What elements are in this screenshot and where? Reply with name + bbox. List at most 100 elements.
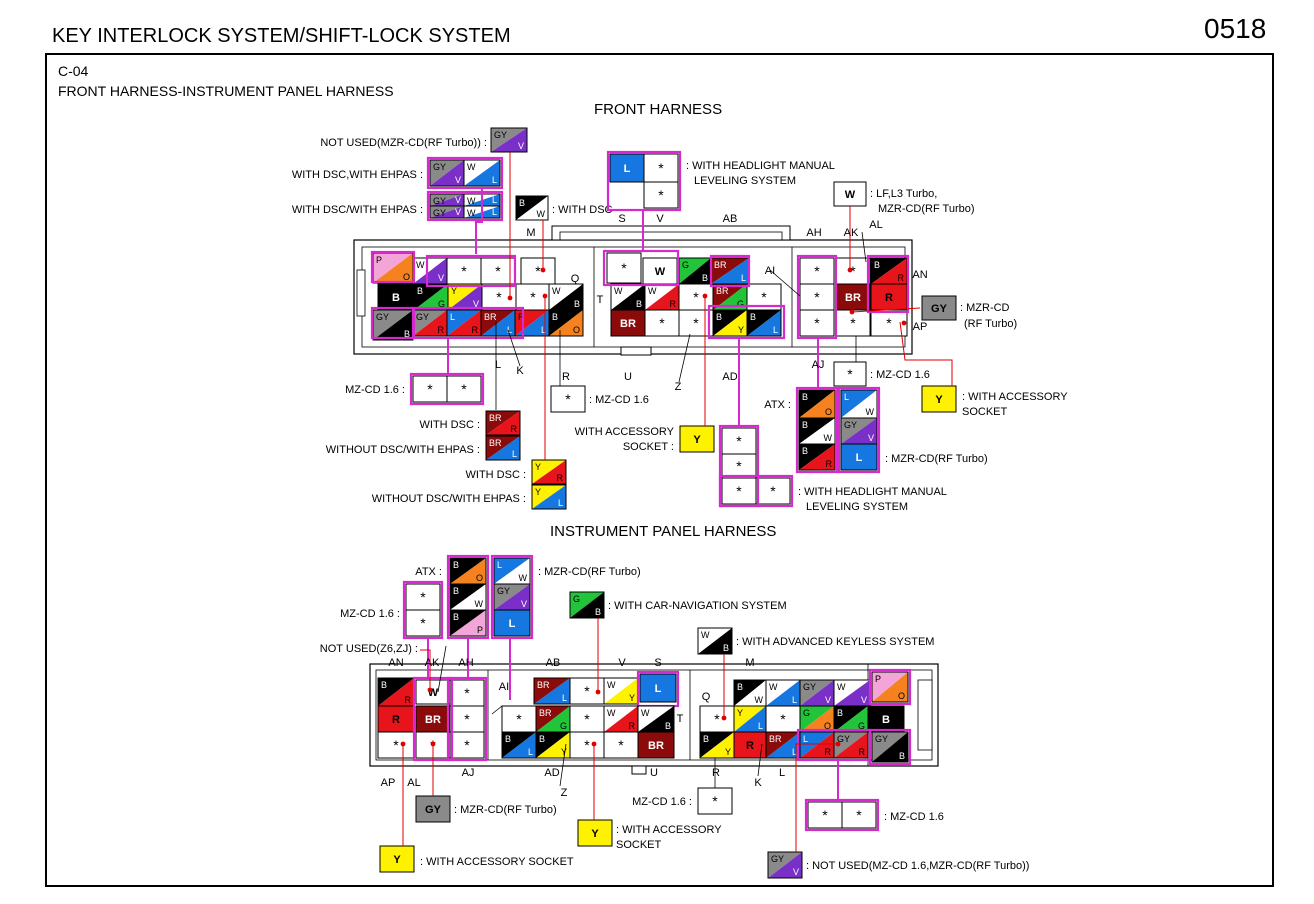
note-text: ATX : bbox=[764, 399, 791, 411]
pin-cell: BRL bbox=[533, 677, 571, 705]
wire-stripe-L bbox=[747, 310, 781, 336]
wire-stripe-code: W bbox=[755, 695, 764, 705]
wire-stripe-code: R bbox=[898, 273, 905, 283]
wire-code: B bbox=[453, 560, 459, 570]
pin-cell: B bbox=[867, 705, 905, 733]
wire-color-Y bbox=[379, 845, 415, 873]
unused-pin-mark: * bbox=[856, 807, 862, 823]
wire-stripe-code: P bbox=[477, 625, 483, 635]
pin-label: AL bbox=[407, 777, 420, 789]
pin-cell: GYV bbox=[493, 583, 531, 611]
pin-outline bbox=[449, 679, 485, 707]
unused-pin-mark: * bbox=[814, 263, 820, 279]
wire-code: BR bbox=[845, 292, 861, 304]
wire-stripe-code: V bbox=[868, 433, 874, 443]
wire-stripe-code: B bbox=[899, 751, 905, 761]
wire-stripe-code: R bbox=[825, 747, 832, 757]
pin-cell: * bbox=[405, 609, 441, 637]
unused-pin-mark: * bbox=[461, 381, 467, 397]
wire-stripe-code: Y bbox=[561, 747, 567, 757]
pin-label: AL bbox=[869, 219, 882, 231]
leader-line bbox=[420, 649, 431, 690]
pin-label: L bbox=[779, 767, 785, 779]
pin-cell: BW bbox=[515, 195, 549, 221]
pin-cell: BY bbox=[712, 309, 748, 337]
wire-stripe-code: G bbox=[858, 721, 865, 731]
unused-pin-mark: * bbox=[736, 433, 742, 449]
wire-code: B bbox=[505, 734, 511, 744]
pin-cell: PO bbox=[871, 671, 909, 703]
pin-cell: BRL bbox=[480, 309, 516, 337]
pin-outline bbox=[721, 427, 757, 455]
leader-line bbox=[851, 307, 921, 313]
pin-cell: L bbox=[609, 153, 645, 183]
pin-cell: * bbox=[833, 361, 867, 387]
wire-code: L bbox=[803, 734, 808, 744]
wire-stripe-B bbox=[570, 592, 604, 618]
pin-cell: GYB bbox=[372, 309, 414, 341]
wire-code: B bbox=[716, 312, 722, 322]
highlight-box bbox=[426, 190, 504, 222]
pin-cell: WY bbox=[603, 677, 639, 705]
pin-cell: BW bbox=[733, 679, 767, 707]
wire-code: BR bbox=[537, 680, 550, 690]
pin-cell: PO bbox=[372, 252, 414, 284]
wire-color-GY bbox=[921, 295, 957, 321]
wire-stripe-R bbox=[834, 732, 868, 758]
wire-code: W bbox=[701, 630, 710, 640]
pin-label: AB bbox=[546, 657, 561, 669]
wire-stripe-W bbox=[494, 558, 530, 584]
pin-label: S bbox=[618, 213, 625, 225]
wire-stripe-L bbox=[534, 678, 570, 704]
pin-cell: * bbox=[765, 705, 801, 733]
note-text: MZR-CD(RF Turbo) bbox=[878, 203, 975, 215]
wire-code: G bbox=[573, 594, 580, 604]
unused-pin-mark: * bbox=[496, 289, 502, 305]
wire-stripe-R bbox=[604, 706, 638, 732]
pin-label: S bbox=[654, 657, 661, 669]
pin-label: U bbox=[624, 371, 632, 383]
pin-label: AI bbox=[765, 265, 775, 277]
pin-outline bbox=[699, 705, 735, 733]
leader-dot bbox=[400, 741, 406, 747]
pin-cell: BRL bbox=[710, 257, 750, 285]
pin-cell: * bbox=[721, 453, 757, 479]
wire-stripe-code: G bbox=[438, 299, 445, 309]
pin-cell: * bbox=[569, 705, 605, 733]
wire-code: BR bbox=[425, 714, 441, 726]
note-text: : WITH HEADLIGHT MANUAL bbox=[686, 160, 835, 172]
note-text: : MZ-CD 1.6 bbox=[589, 394, 649, 406]
wire-stripe-code: B bbox=[404, 329, 410, 339]
wire-stripe-code: L bbox=[528, 747, 533, 757]
wire-code: B bbox=[539, 734, 545, 744]
wire-code: W bbox=[467, 196, 476, 206]
wire-stripe-code: W bbox=[866, 407, 875, 417]
pin-cell: GY bbox=[921, 295, 957, 321]
pin-label: AB bbox=[723, 213, 738, 225]
unused-pin-mark: * bbox=[461, 263, 467, 279]
wire-color-R bbox=[870, 283, 908, 311]
wire-stripe-code: R bbox=[472, 325, 479, 335]
pin-cell: L bbox=[639, 673, 677, 703]
pin-outline bbox=[515, 195, 549, 221]
unused-pin-mark: * bbox=[780, 711, 786, 727]
wire-code: R bbox=[392, 714, 400, 726]
pin-cell: LR bbox=[446, 309, 482, 337]
pin-cell: * bbox=[501, 705, 537, 733]
pin-label: AP bbox=[381, 777, 396, 789]
pin-cell: Y bbox=[577, 819, 613, 847]
leader-dot bbox=[427, 687, 433, 693]
pin-outline bbox=[841, 801, 877, 829]
highlight-box bbox=[370, 250, 416, 284]
wire-code: Y bbox=[935, 394, 943, 406]
note-text: LEVELING SYSTEM bbox=[806, 501, 908, 513]
highlight-box bbox=[868, 668, 912, 706]
front-top-latch bbox=[551, 225, 791, 241]
wire-color-W bbox=[642, 257, 678, 285]
wire-stripe-code: R bbox=[859, 747, 866, 757]
wire-code: Y bbox=[591, 828, 599, 840]
wire-stripe-code: B bbox=[636, 299, 642, 309]
pin-outline bbox=[405, 583, 441, 611]
pin-label: K bbox=[754, 777, 762, 789]
wire-stripe-Y bbox=[700, 732, 734, 758]
